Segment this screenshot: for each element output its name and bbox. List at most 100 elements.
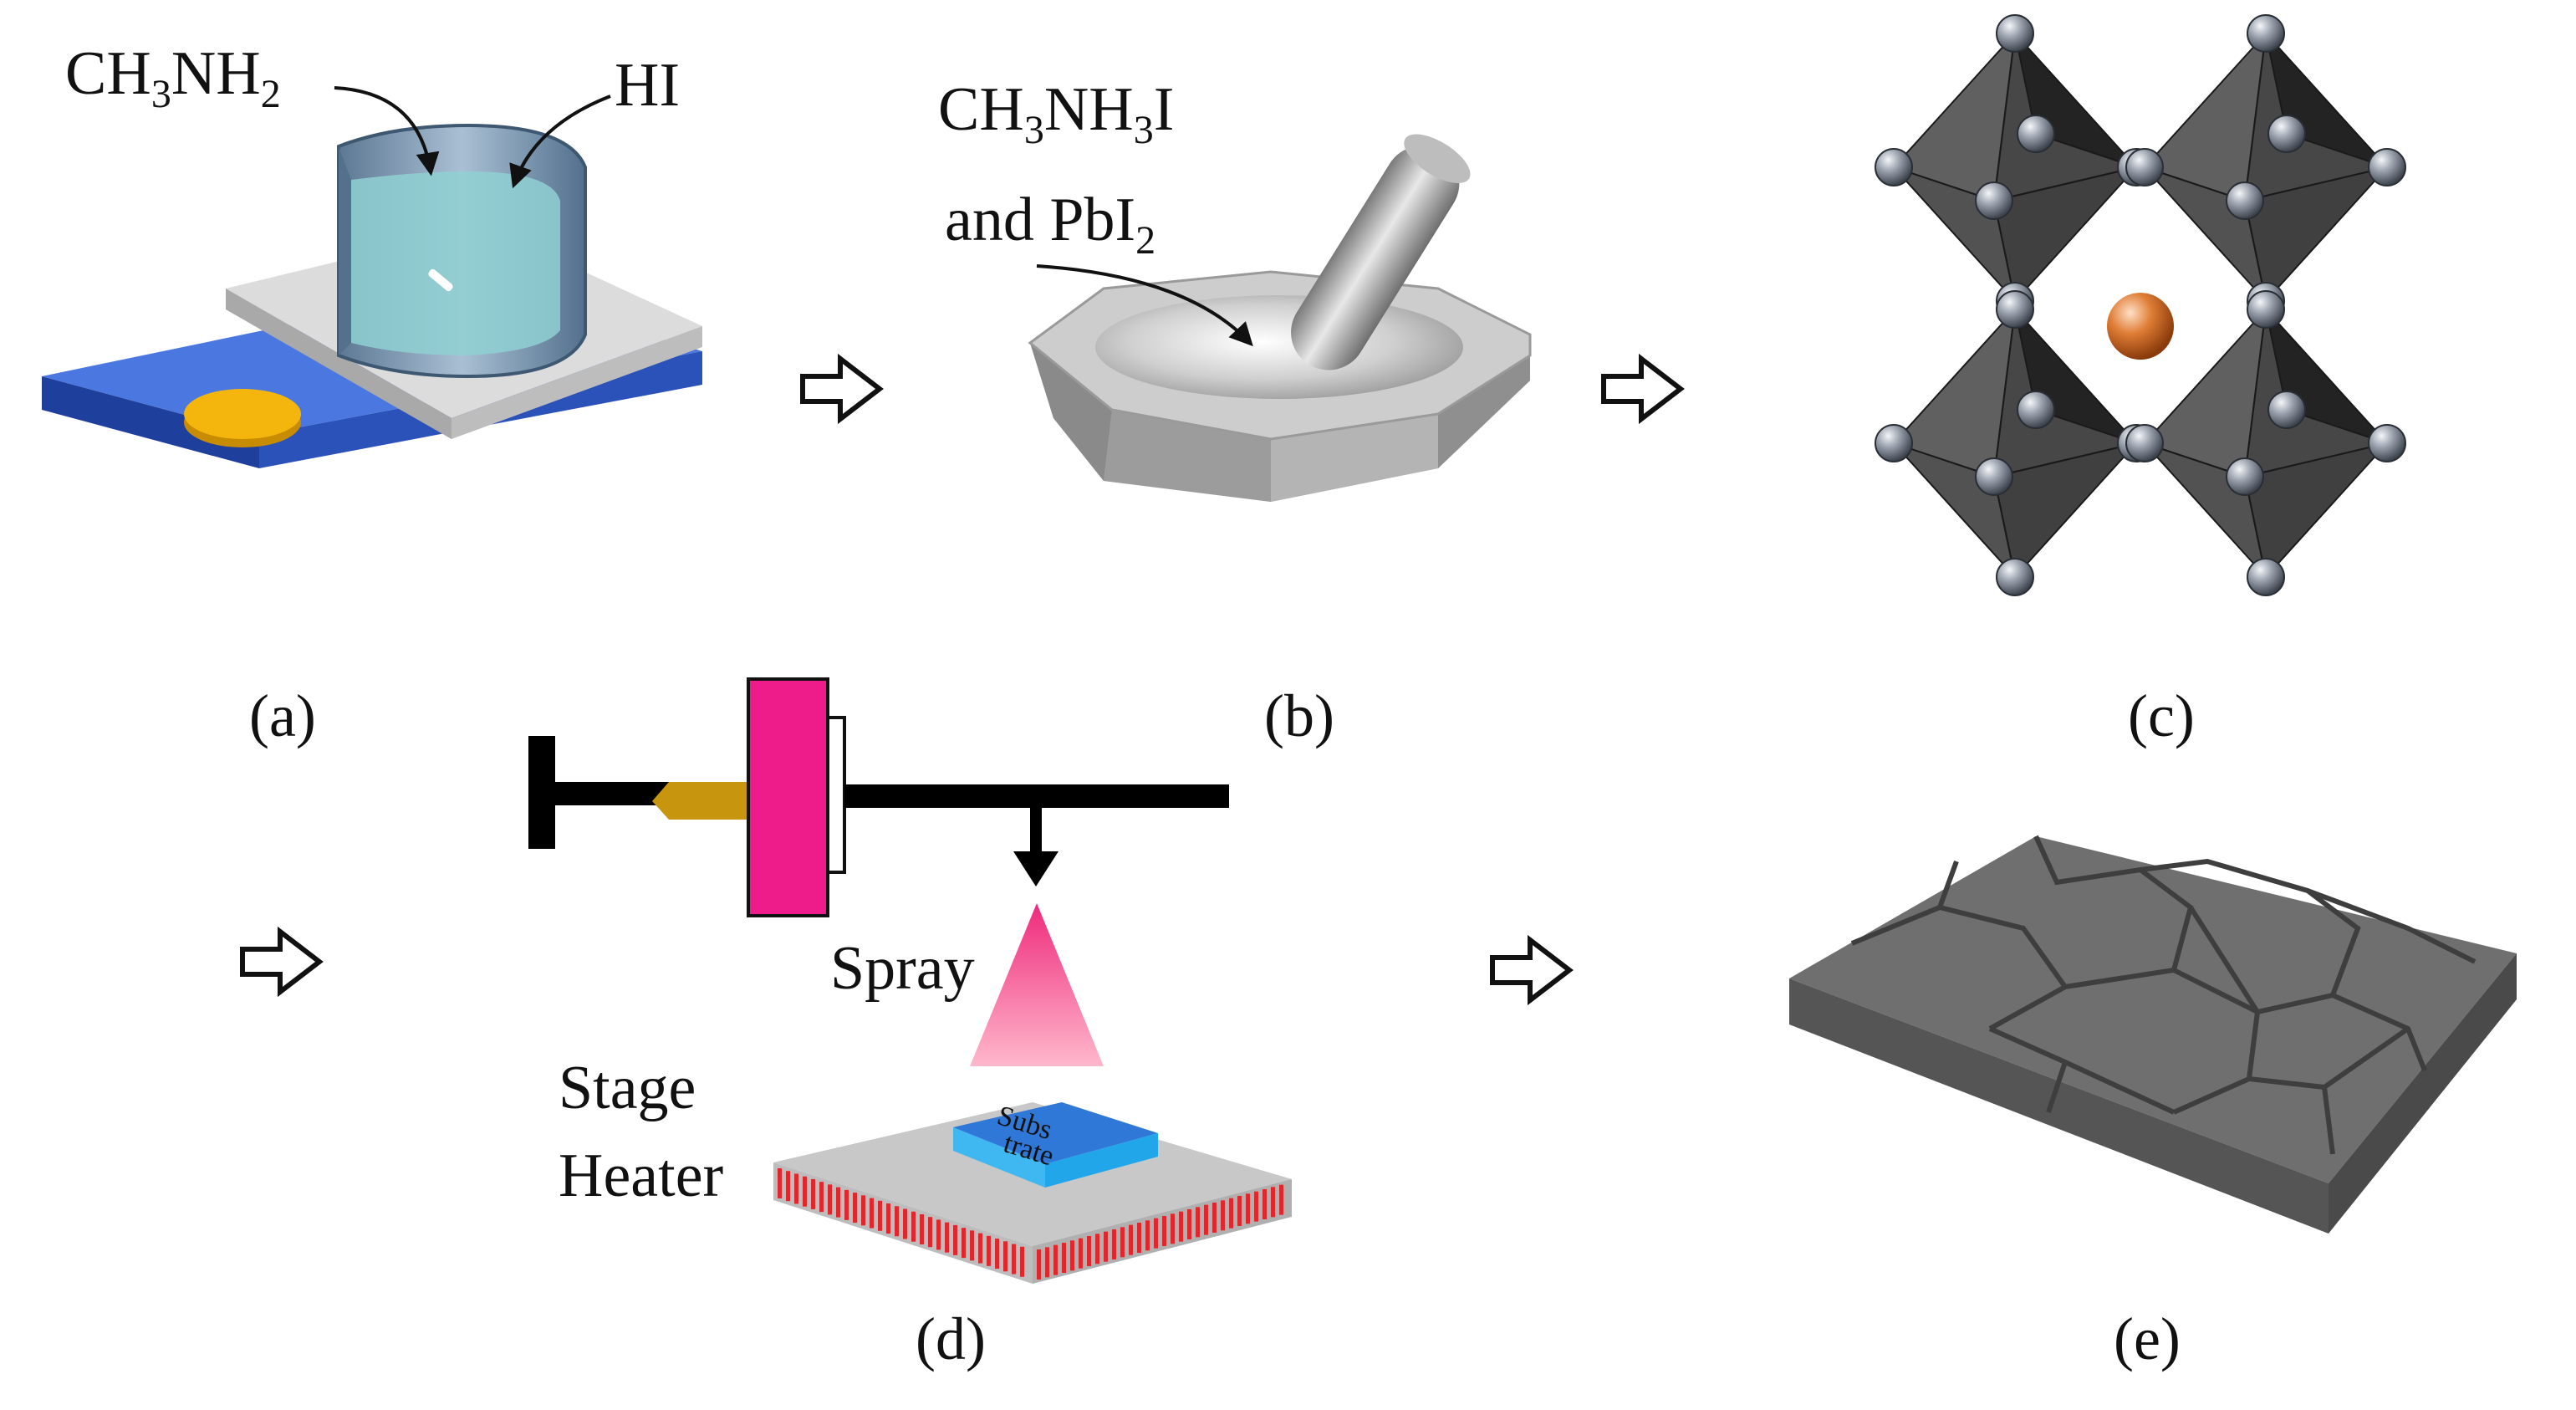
heater-stripe bbox=[886, 1203, 890, 1234]
heater-stripe bbox=[878, 1200, 882, 1231]
panel-b-mortar: CH3NH3I and PbI2 (b) bbox=[938, 75, 1532, 749]
spray-nozzle bbox=[747, 677, 829, 917]
octahedron-face bbox=[1992, 442, 2139, 580]
heater-label: Heater bbox=[559, 1142, 723, 1210]
heater-stripe bbox=[1129, 1224, 1133, 1255]
iodide-atom bbox=[2368, 148, 2406, 186]
heater-stripe bbox=[1012, 1244, 1016, 1275]
iodide-atom bbox=[2226, 181, 2264, 220]
hi-pointer bbox=[509, 95, 611, 189]
syringe-tip bbox=[652, 782, 752, 820]
iodide-atom bbox=[2247, 290, 2285, 329]
heater-stripe bbox=[811, 1178, 815, 1209]
heater-stripe bbox=[1212, 1203, 1217, 1233]
substrate bbox=[953, 1102, 1158, 1164]
heater-stripe bbox=[970, 1230, 974, 1261]
iodide-atoms bbox=[1875, 14, 2406, 596]
iodide-atom bbox=[2247, 558, 2285, 596]
heater-stripe bbox=[844, 1189, 849, 1220]
process-arrow-icon bbox=[803, 359, 880, 419]
heater-stripe bbox=[853, 1193, 857, 1224]
heater-stripe bbox=[928, 1217, 932, 1248]
heater-stripe bbox=[1271, 1187, 1275, 1218]
heater-stripe bbox=[1120, 1227, 1125, 1258]
heater-stripe bbox=[1095, 1234, 1099, 1264]
heater-stripe bbox=[1020, 1246, 1024, 1277]
down-arrow-icon bbox=[1013, 851, 1058, 886]
process-arrow-icon bbox=[1604, 359, 1681, 419]
caption-c: (c) bbox=[2128, 682, 2195, 749]
heater-stripe bbox=[1137, 1223, 1141, 1253]
heater-stripe bbox=[836, 1187, 840, 1218]
heater-stripe bbox=[828, 1184, 832, 1215]
stir-bar bbox=[428, 268, 453, 292]
octahedron-face bbox=[2243, 166, 2390, 304]
chem-label-ch3nh2: CH3NH2 bbox=[65, 39, 281, 116]
heater-stripe bbox=[1171, 1213, 1175, 1244]
heater-stripe bbox=[819, 1182, 824, 1213]
chem-label-ch3nh3i: CH3NH3I bbox=[938, 75, 1174, 152]
heater-stripe bbox=[1279, 1184, 1283, 1215]
heater-stripe bbox=[903, 1208, 907, 1239]
mortar-bowl bbox=[1095, 295, 1463, 399]
heater-stripe bbox=[1196, 1207, 1200, 1238]
heater-stripe bbox=[1254, 1191, 1258, 1222]
iodide-atom bbox=[2267, 391, 2306, 429]
heater-stripe bbox=[953, 1224, 957, 1255]
heater-stripes bbox=[778, 1168, 1283, 1280]
heater-stripe bbox=[1262, 1189, 1267, 1219]
beaker-liquid bbox=[351, 171, 560, 355]
heater-stripe bbox=[1070, 1240, 1074, 1271]
heater-stripe bbox=[1237, 1196, 1242, 1226]
process-arrow-icon bbox=[242, 932, 319, 992]
heater-stripe bbox=[1204, 1204, 1208, 1235]
heater-stripe bbox=[794, 1173, 798, 1204]
heater-stripe bbox=[1229, 1198, 1233, 1229]
heater-stripe bbox=[995, 1239, 999, 1270]
heater-stripe bbox=[1062, 1243, 1066, 1273]
process-arrow-icon bbox=[1492, 940, 1569, 1000]
iodide-atom bbox=[1996, 558, 2034, 596]
caption-a: (a) bbox=[249, 682, 316, 749]
heater-stripe bbox=[920, 1213, 924, 1244]
panel-c-crystal-structure: (c) bbox=[1875, 14, 2406, 749]
heater-stripe bbox=[1246, 1193, 1250, 1224]
heater-stripe bbox=[1053, 1244, 1058, 1275]
caption-b: (b) bbox=[1264, 682, 1334, 749]
heater-stripe bbox=[786, 1171, 790, 1202]
ch3nh2-pointer bbox=[334, 86, 440, 176]
heater-stripe bbox=[1145, 1220, 1150, 1251]
methylammonium-cation bbox=[2107, 293, 2174, 360]
heater-stripe bbox=[987, 1235, 991, 1266]
chem-label-hi: HI bbox=[615, 51, 680, 120]
heater-stripe bbox=[1003, 1241, 1007, 1272]
heater-stripe bbox=[861, 1195, 865, 1226]
spray-cone bbox=[970, 903, 1104, 1066]
iodide-atom bbox=[1996, 14, 2034, 53]
heater-stripe bbox=[870, 1198, 874, 1229]
iodide-atom bbox=[1875, 148, 1913, 186]
heater-stripe bbox=[1179, 1211, 1183, 1242]
heater-stripe bbox=[1045, 1247, 1049, 1278]
chem-label-pbi2: and PbI2 bbox=[945, 186, 1155, 263]
heater-stripe bbox=[803, 1176, 807, 1207]
spray-arm bbox=[844, 784, 1229, 808]
heater-stripe bbox=[1037, 1249, 1041, 1280]
spray-label: Spray bbox=[830, 934, 975, 1003]
heater-stripe bbox=[911, 1211, 916, 1242]
panel-e-perovskite-film: (e) bbox=[1789, 835, 2517, 1372]
plunger-head bbox=[528, 736, 555, 849]
stage-label: Stage bbox=[559, 1054, 696, 1122]
heater-stripe bbox=[936, 1219, 941, 1250]
heater-stripe bbox=[1221, 1200, 1225, 1231]
film-top bbox=[1789, 836, 2517, 1183]
heater-stripe bbox=[962, 1228, 966, 1259]
heater-stripe bbox=[1162, 1216, 1166, 1246]
panel-a-stirrer: CH3NH2 HI (a) bbox=[42, 39, 702, 749]
heater-stripe bbox=[945, 1222, 949, 1253]
heater-stripe bbox=[1112, 1229, 1116, 1259]
caption-d: (d) bbox=[916, 1305, 986, 1372]
iodide-atom bbox=[1875, 424, 1913, 462]
iodide-atom bbox=[2017, 115, 2055, 153]
